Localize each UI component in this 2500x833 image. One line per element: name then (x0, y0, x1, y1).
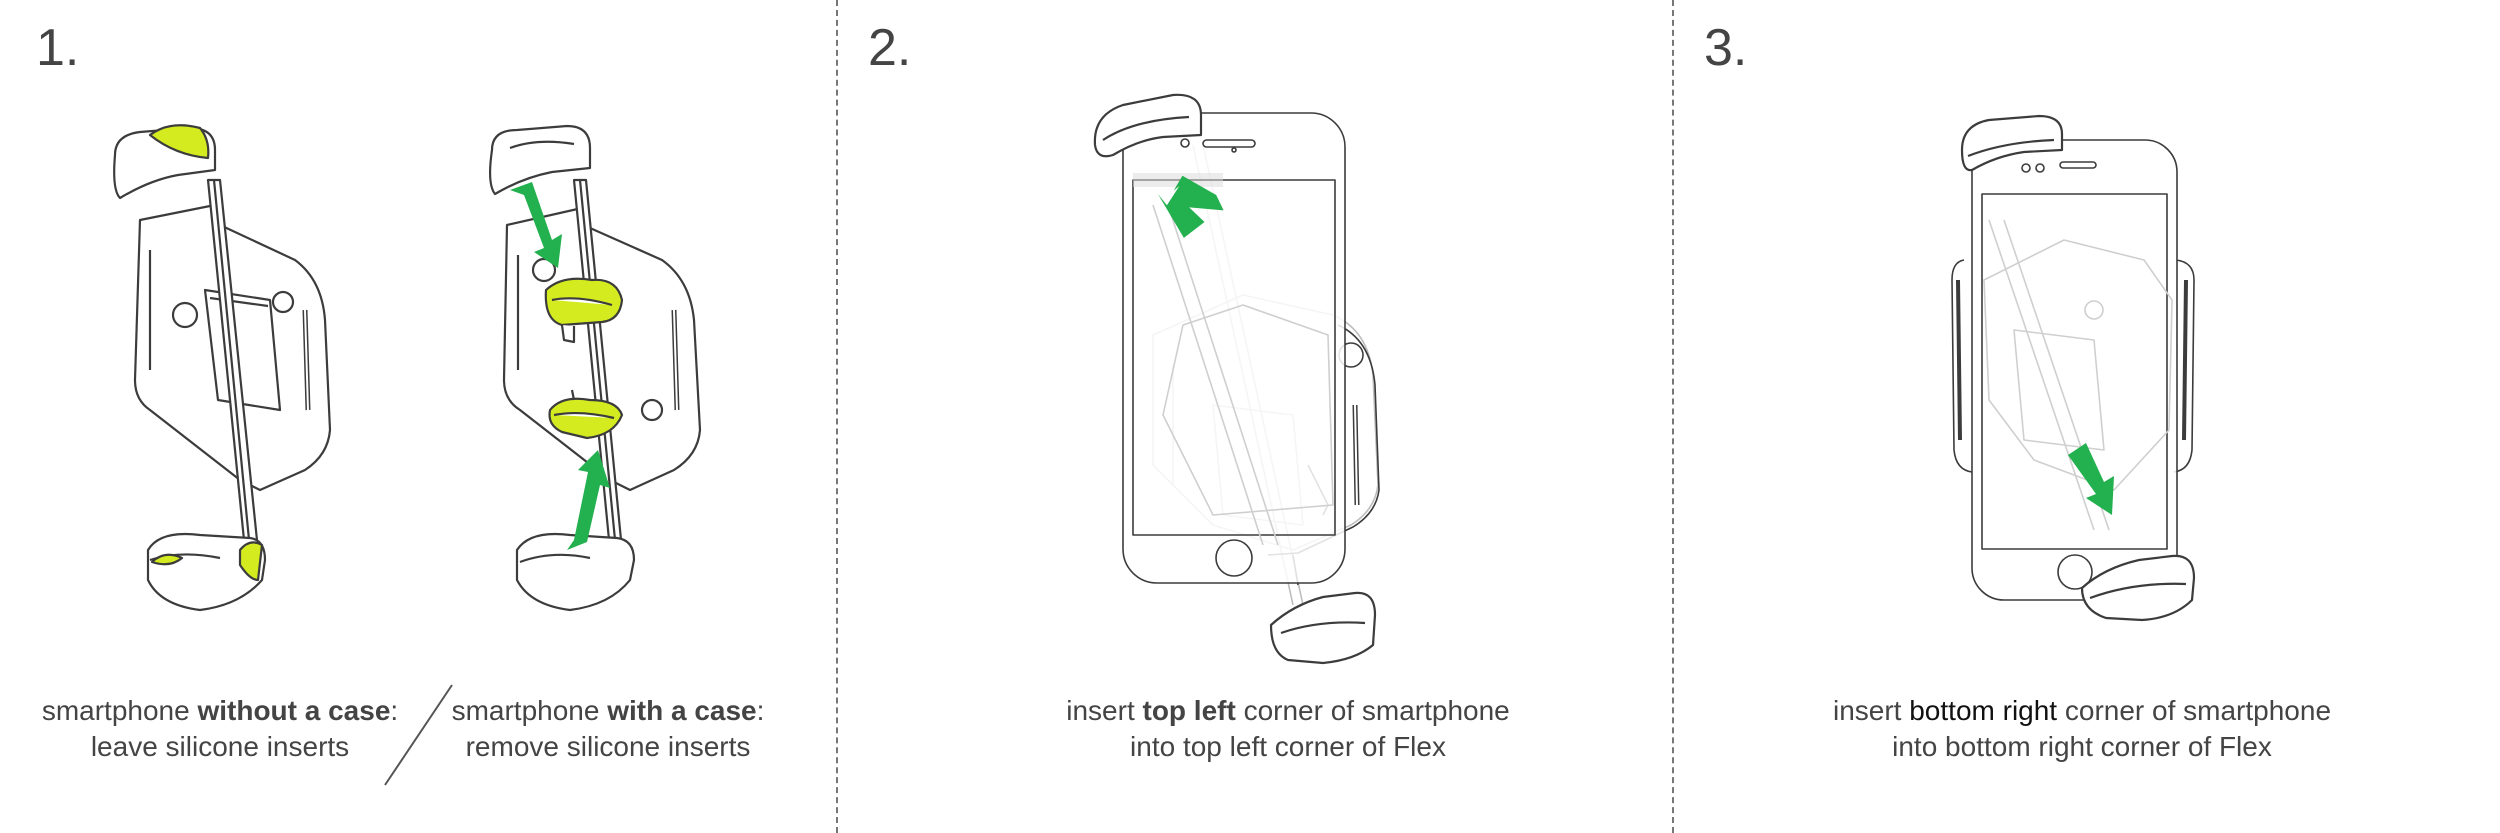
step-1-panel: 1. (0, 0, 836, 833)
caption-bold-text: top left (1142, 695, 1236, 726)
holder-without-case-illustration (113, 124, 332, 612)
caption-text: insert (1832, 695, 1910, 726)
caption-bold-text: with a case (607, 695, 757, 726)
section-divider (836, 0, 838, 833)
caption-line2: into top left corner of Flex (1130, 731, 1446, 762)
step-number: 2. (868, 19, 912, 77)
caption-step-3: insert bottom right corner of smartphone… (1792, 693, 2372, 765)
caption-text: : (390, 695, 399, 726)
caption-line2: into bottom right corner of Flex (1892, 731, 2272, 762)
step-2-panel: 2. (838, 0, 1672, 833)
caption-line2: remove silicone inserts (465, 731, 751, 762)
phone-insert-bottom-right-illustration (1951, 114, 2196, 622)
section-divider (1672, 0, 1674, 833)
caption-step-2: insert top left corner of smartphone int… (998, 693, 1578, 765)
caption-with-case: smartphone with a case: remove silicone … (428, 693, 788, 765)
step-number: 3. (1704, 19, 1748, 77)
holder-with-case-illustration (488, 124, 702, 612)
caption-text: insert (1066, 695, 1143, 726)
caption-text: : (756, 695, 765, 726)
caption-bold-text: without a case (197, 695, 391, 726)
caption-without-case: smartphone without a case: leave silicon… (30, 693, 410, 765)
caption-text: smartphone (451, 695, 608, 726)
caption-text: smartphone (41, 695, 198, 726)
caption-separator-slash (384, 684, 453, 786)
step-3-panel: 3. (1674, 0, 2500, 833)
caption-bold-text: bottom right (1909, 695, 2058, 726)
phone-insert-top-left-illustration (1093, 93, 1380, 665)
caption-text: corner of smartphone (1235, 695, 1510, 726)
caption-text: corner of smartphone (2057, 695, 2332, 726)
step-number: 1. (36, 19, 80, 77)
caption-line2: leave silicone inserts (90, 731, 350, 762)
